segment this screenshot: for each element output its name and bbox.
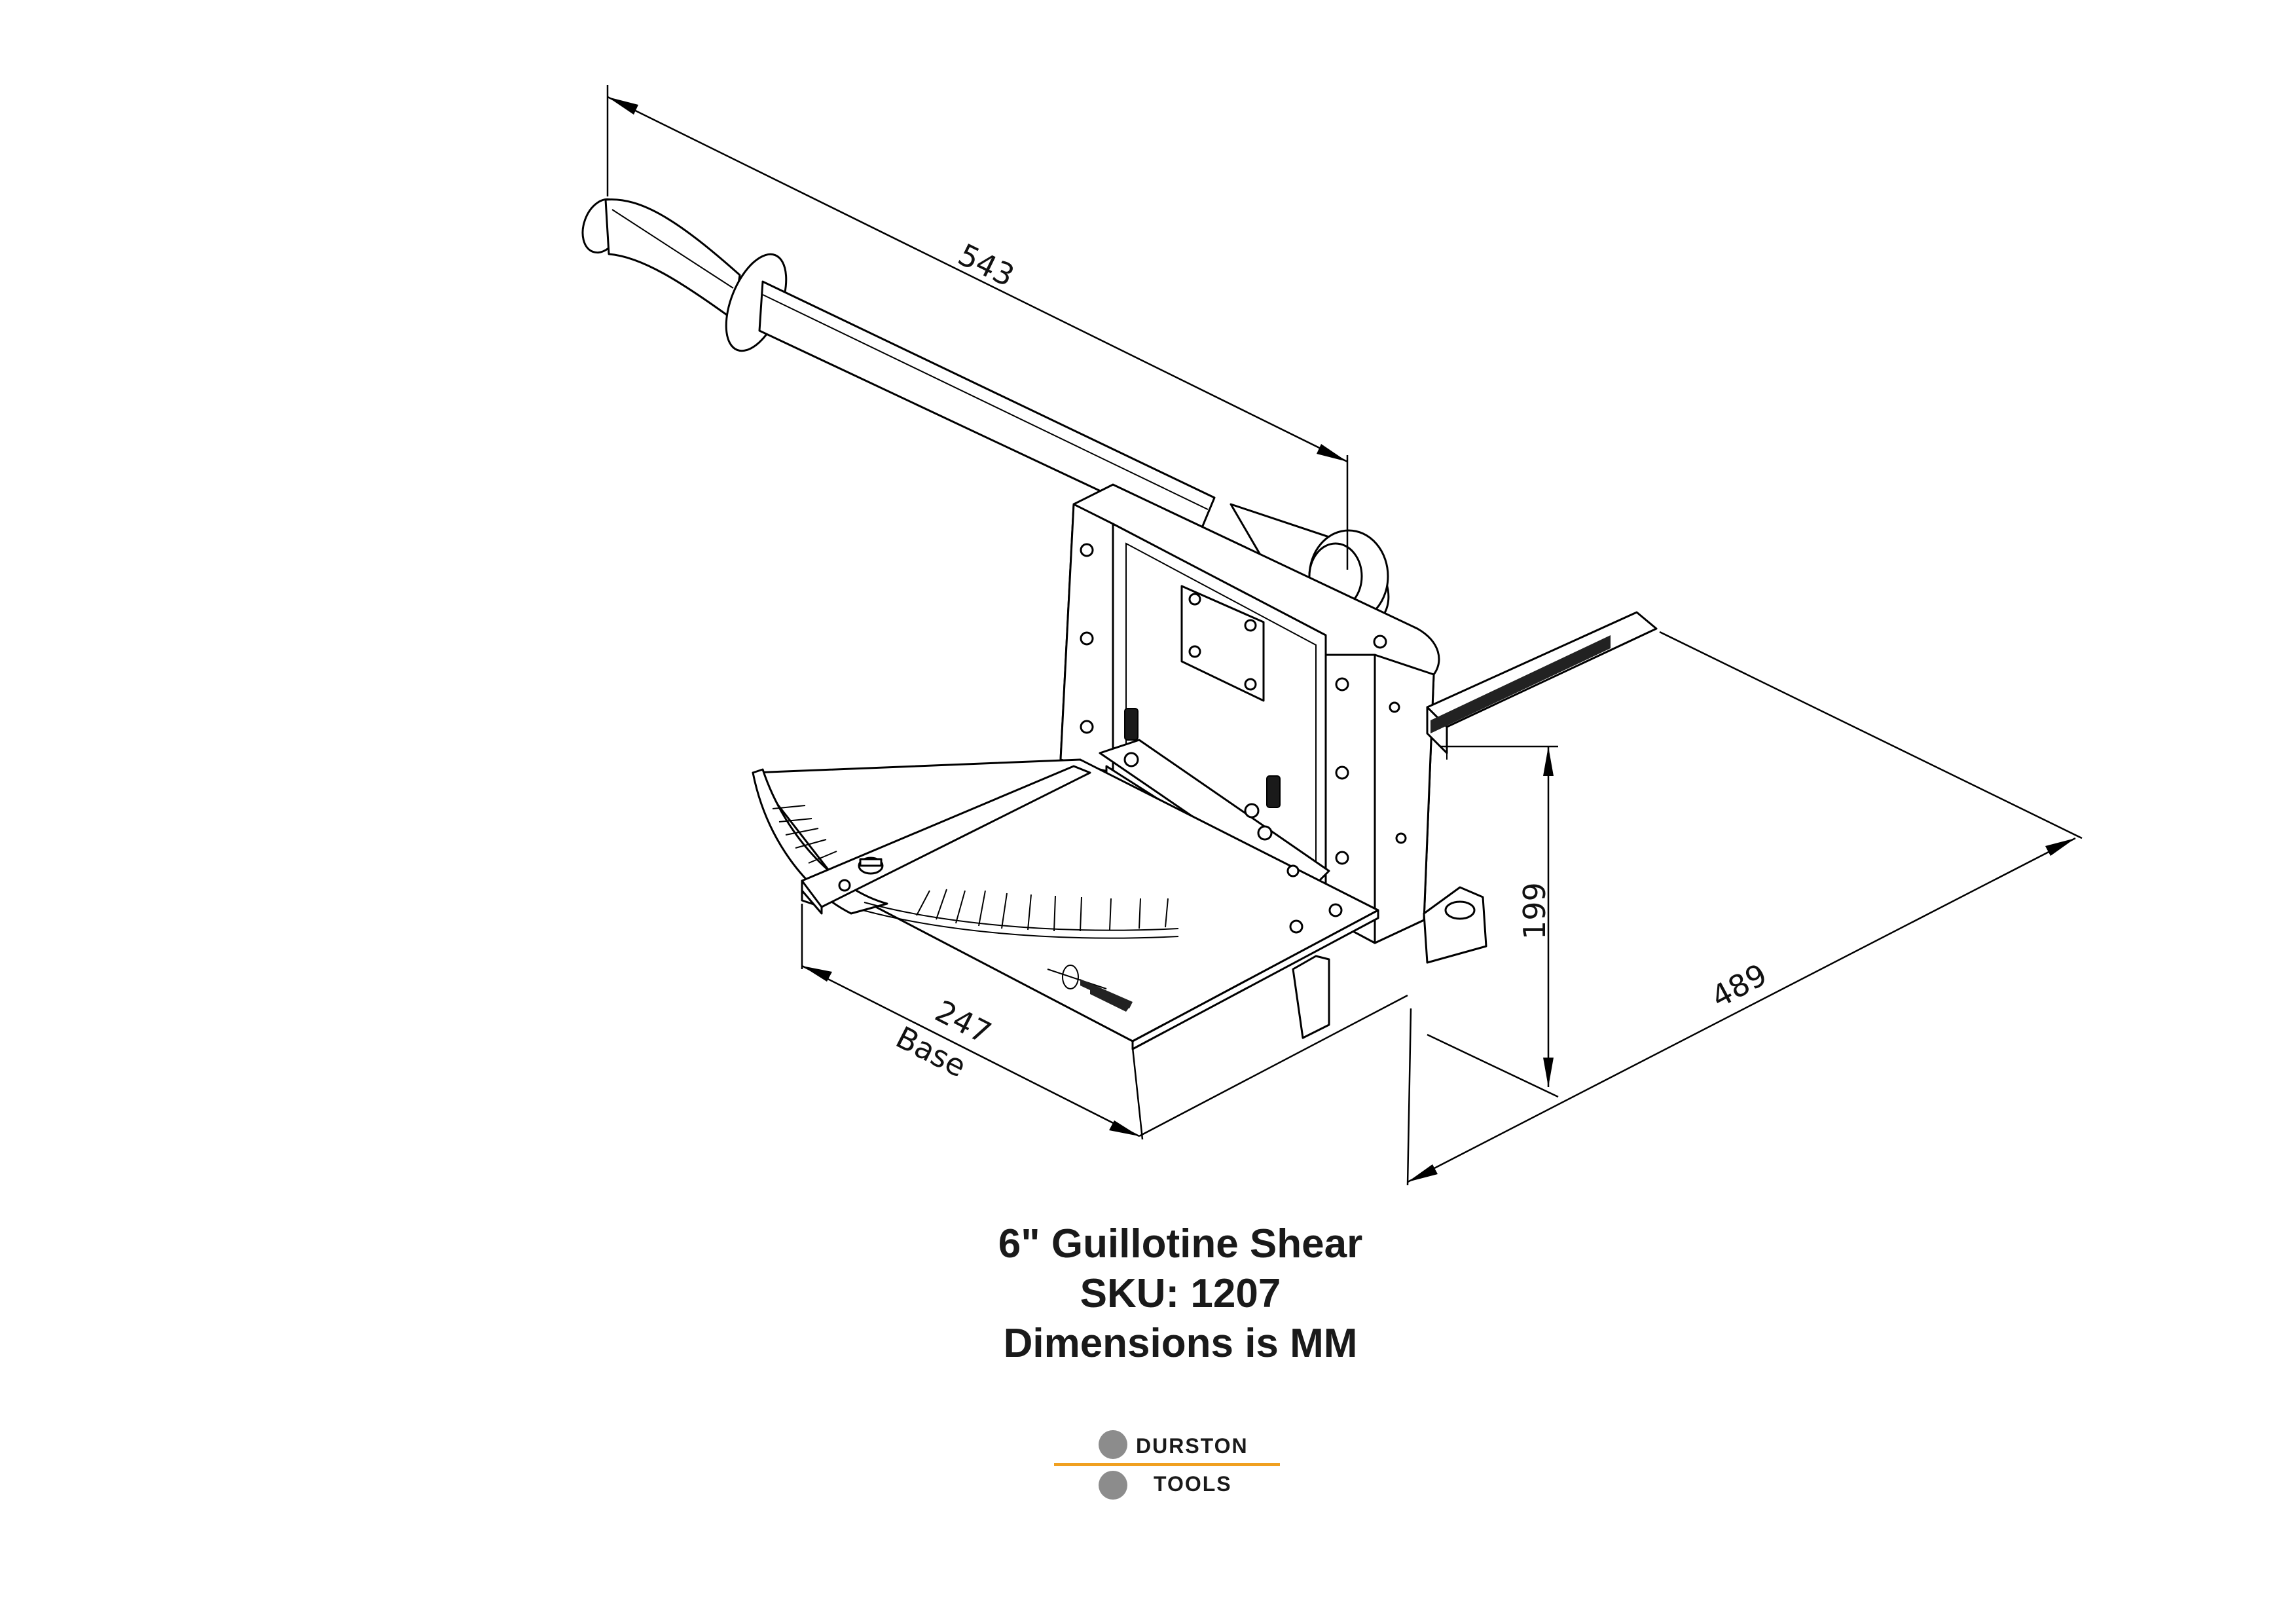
right-foot bbox=[1423, 886, 1487, 964]
base-brand-mark bbox=[1047, 965, 1133, 1012]
product-sku: SKU: 1207 bbox=[1080, 1271, 1281, 1316]
logo-top-circle bbox=[1099, 1430, 1127, 1459]
back-gauge-bar bbox=[1426, 611, 1658, 760]
dimension-489: 489 bbox=[1406, 631, 2083, 1186]
logo-word-durston: DURSTON bbox=[1136, 1434, 1248, 1458]
product-title: 6" Guillotine Shear bbox=[998, 1221, 1363, 1266]
dimension-543: 543 bbox=[606, 85, 1349, 570]
durston-tools-logo: DURSTON TOOLS bbox=[1054, 1426, 1283, 1504]
logo-bottom-circle bbox=[1099, 1471, 1127, 1500]
dimension-543-label: 543 bbox=[953, 236, 1020, 293]
dimension-units-note: Dimensions is MM bbox=[1003, 1321, 1358, 1366]
blade-frame bbox=[1059, 483, 1440, 944]
dimension-199: 199 bbox=[1427, 745, 1559, 1098]
dimension-489-label: 489 bbox=[1705, 957, 1773, 1015]
angle-scale-ticks bbox=[772, 805, 1169, 932]
angle-protractor bbox=[752, 765, 1300, 939]
title-block: 6" Guillotine Shear SKU: 1207 Dimensions… bbox=[820, 1219, 1540, 1369]
dimension-199-label: 199 bbox=[1517, 882, 1552, 940]
handle-assembly bbox=[581, 198, 1216, 538]
logo-accent-bar bbox=[1054, 1463, 1280, 1466]
logo-word-tools: TOOLS bbox=[1154, 1472, 1232, 1496]
